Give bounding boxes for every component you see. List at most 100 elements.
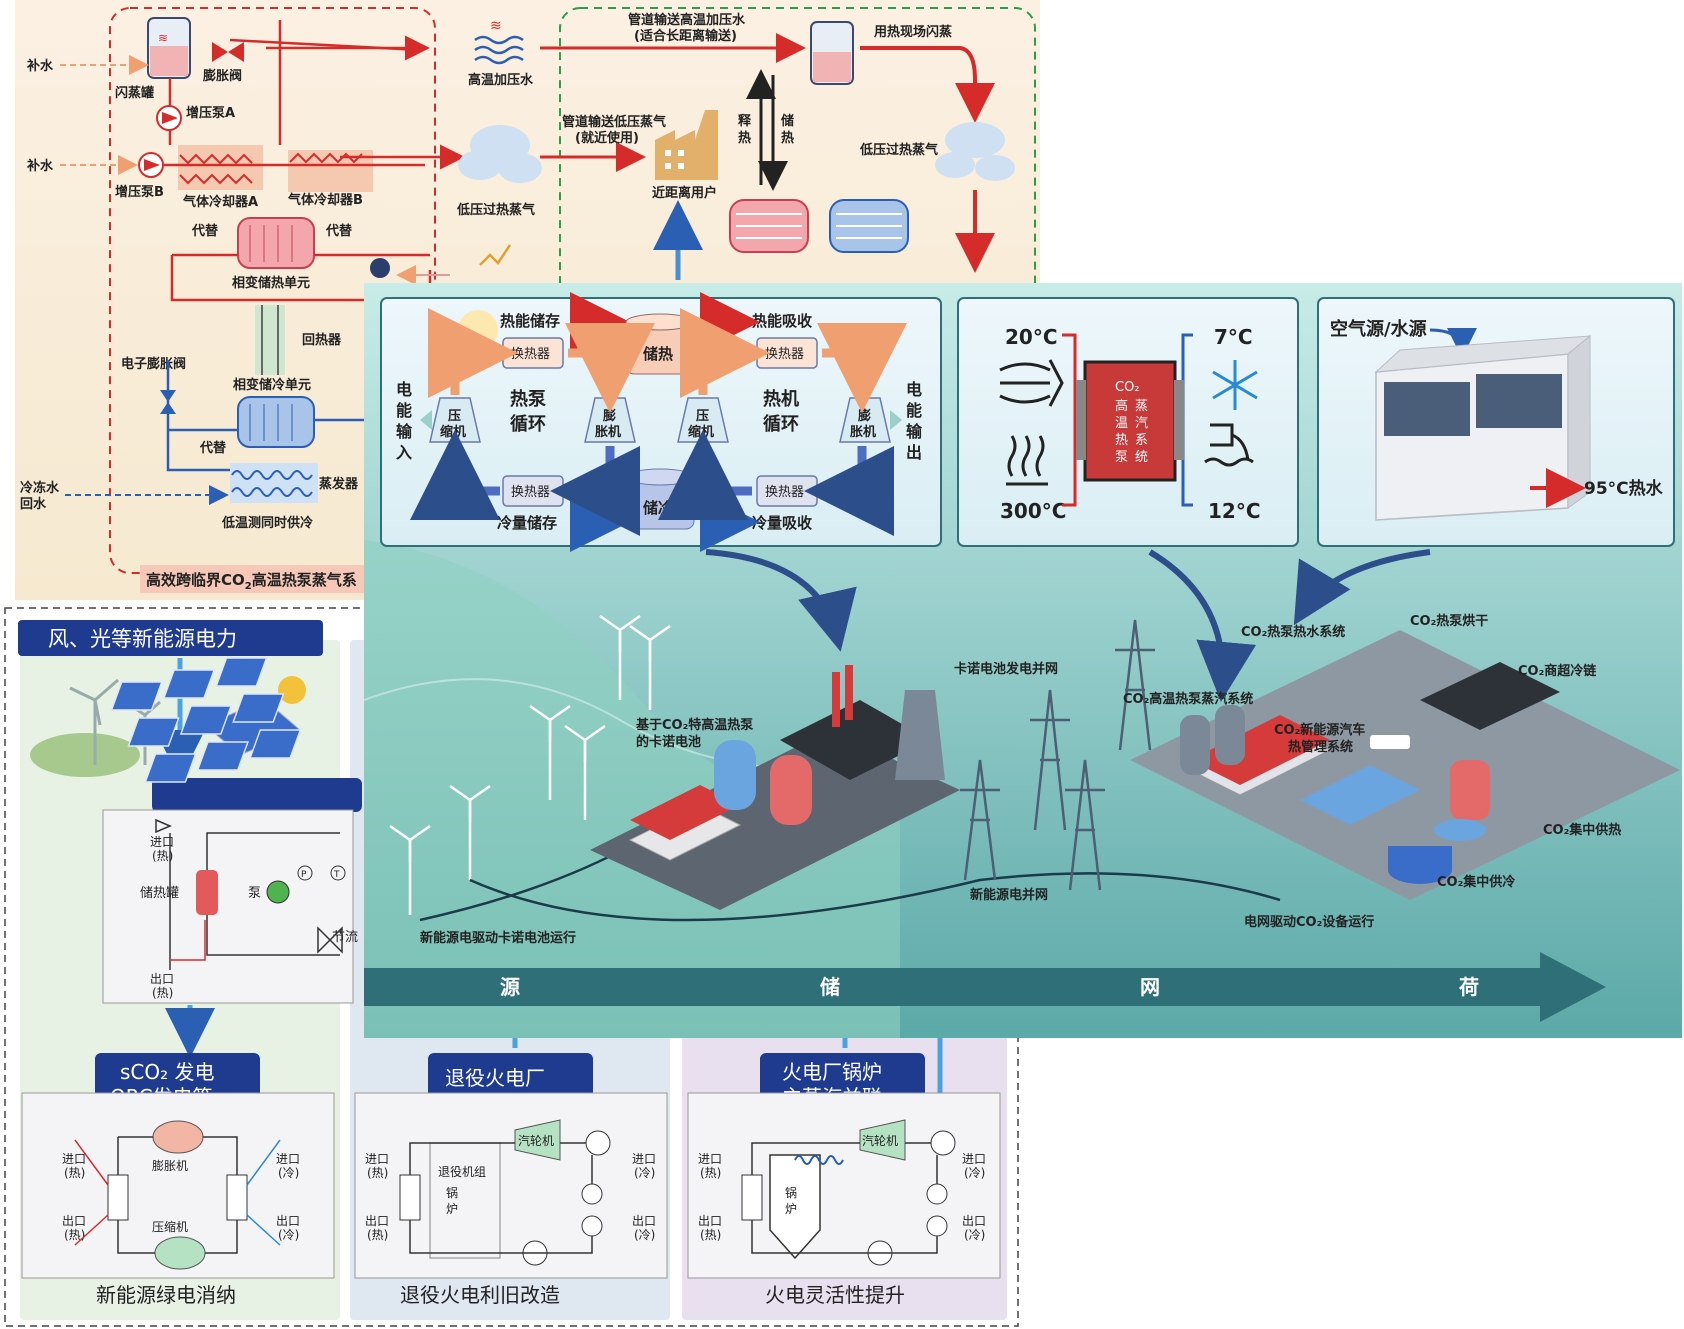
air-inflow-icon [999, 362, 1051, 404]
comp-right-2: 缩机 [688, 424, 714, 440]
inlet-cold-2: 进口 [632, 1152, 656, 1166]
hp-cycle-1: 热泵 [510, 388, 546, 410]
outlet-hot-3: 出口 [698, 1214, 722, 1228]
pcm-cold-label: 相变储冷单元 [233, 377, 311, 393]
water-outflow-icon [1204, 423, 1254, 467]
replace-label-3: 代替 [199, 440, 227, 456]
snowflake-icon [1212, 360, 1258, 410]
lp-steam-label: 低压过热蒸气 [456, 202, 535, 218]
replace-label-2: 代替 [325, 223, 353, 239]
flash-tank-label: 闪蒸罐 [115, 85, 154, 101]
outlet-hot-2: 出口 [365, 1214, 389, 1228]
cold-1b: (冷) [278, 1228, 299, 1242]
evaporator-label: 蒸发器 [319, 476, 359, 492]
pcm-heat-label: 相变储热单元 [232, 275, 310, 291]
eev-label: 电子膨胀阀 [121, 356, 186, 372]
comp-right-1: 压 [696, 409, 709, 424]
storage-tank-icon [196, 870, 218, 915]
transmission-tower-icon [960, 619, 1155, 891]
gas-cooler-a-icon [178, 145, 263, 190]
cold-3: (冷) [964, 1166, 985, 1180]
steam-system-label: CO₂高温热泵蒸汽系统 [1123, 691, 1253, 707]
cold-2: (冷) [634, 1166, 655, 1180]
power-out-4: 出 [906, 443, 922, 462]
outlet-hot-1: 出口 [62, 1214, 86, 1228]
chilled-return-label-2: 回水 [20, 496, 47, 512]
boiler-box-line-1: 火电厂锅炉 [782, 1060, 882, 1084]
pump-label: 泵 [248, 886, 261, 901]
device-5: 蒸 [1135, 399, 1148, 414]
heat-storage-label: 热能储存 [500, 312, 560, 330]
hot-1b: (热) [64, 1228, 85, 1242]
hot-water-panel: 空气源/水源 95°C热水 [1317, 297, 1675, 547]
svg-text:≋: ≋ [490, 18, 502, 34]
power-in-1: 电 [396, 380, 412, 399]
gas-cooler-a-label: 气体冷却器A [183, 194, 258, 210]
replace-label-1: 代替 [191, 223, 219, 239]
pipe-hp-label-1: 管道输送高温加压水 [628, 12, 746, 28]
he-cycle-1: 热机 [763, 388, 799, 410]
heat-storage-tank-red-icon [729, 199, 809, 253]
sco2-box-line-1: sCO₂ 发电 [120, 1060, 215, 1084]
hot-label-top-2: (热) [152, 986, 173, 1000]
compressor-label: 压缩机 [152, 1219, 188, 1234]
store-cold-tank-label: 储冷 [643, 499, 673, 517]
pipe-lp-label-2: (就近使用) [575, 130, 639, 146]
power-in-4: 入 [396, 443, 412, 462]
solar-field-icon [110, 657, 302, 783]
store-heat-label-2: 热 [781, 130, 794, 146]
comp-left-1: 压 [448, 409, 461, 424]
p-label: P [301, 870, 307, 880]
comp-left-2: 缩机 [440, 424, 466, 440]
recuperator-label: 回热器 [302, 332, 342, 348]
gas-cooler-b-icon [288, 150, 373, 192]
exp-right-1: 膨 [857, 408, 871, 424]
hot-water-system-label: CO₂热泵热水系统 [1241, 624, 1345, 640]
cold-chain-label: CO₂商超冷链 [1518, 663, 1597, 679]
retired-unit-label: 退役机组 [438, 1164, 486, 1179]
hx-label-3: 换热器 [511, 485, 550, 500]
exp-left-2: 胀机 [595, 424, 621, 440]
heat-tank-icon [625, 313, 695, 375]
carnot-battery-plant-icon [590, 665, 960, 910]
outlet-cold-3: 出口 [962, 1214, 986, 1228]
wind-turbine-icon [30, 678, 161, 777]
temp-in-label: 20°C [1005, 325, 1058, 349]
device-7: 系 [1135, 433, 1148, 448]
retired-plant-box-text: 退役火电厂 [445, 1066, 545, 1090]
booster-pump-b-label: 增压泵B [115, 184, 164, 200]
hx-label-1: 换热器 [511, 347, 550, 362]
caption-2: 退役火电利旧改造 [400, 1283, 560, 1307]
boiler-3a: 锅 [785, 1185, 797, 1200]
carnot-grid-label: 卡诺电池发电并网 [954, 661, 1058, 677]
compressor-icon [154, 1236, 206, 1270]
hot-2b: (热) [367, 1228, 388, 1242]
heat-absorb-label: 热能吸收 [752, 312, 812, 330]
makeup-water-label-2: 补水 [26, 158, 54, 174]
temp-cold-out-label: 12°C [1208, 499, 1261, 523]
steam-icon [1007, 435, 1045, 477]
expander-icon [152, 1120, 204, 1154]
hot-water-output-label: 95°C热水 [1584, 478, 1664, 499]
carnot-cycle-panel: 热能储存 热能吸收 冷量储存 冷量吸收 换热器 换热器 换热器 换热器 储热 [380, 292, 942, 552]
temp-cold-in-label: 7°C [1214, 325, 1253, 349]
power-in-3: 输 [396, 422, 413, 441]
steam-device-panel: 20°C 300°C 7°C 12°C CO₂ 高 温 热 泵 蒸 汽 系 统 [957, 297, 1299, 547]
inlet-hot-3: 进口 [698, 1152, 722, 1166]
steam-system-caption: 高效跨临界CO2高温热泵蒸气系 [146, 571, 357, 592]
carnot-battery-label-1: 基于CO₂特高温热泵 [635, 717, 753, 733]
chilled-return-label-1: 冷冻水 [20, 480, 60, 496]
release-heat-label-1: 释 [738, 113, 752, 129]
onsite-flash-tank-icon [810, 21, 854, 85]
storage-tank-label: 储热罐 [140, 886, 179, 901]
pump-icon [266, 880, 290, 904]
steam-cloud-icon [458, 125, 542, 183]
renewable-drive-label: 新能源电驱动卡诺电池运行 [420, 930, 576, 946]
device-6: 汽 [1135, 416, 1148, 431]
release-heat-label-2: 热 [738, 130, 751, 146]
power-out-3: 输 [906, 422, 923, 441]
store-heat-label-1: 储 [780, 113, 794, 129]
booster-pump-a-label: 增压泵A [186, 105, 235, 121]
expansion-valve-label: 膨胀阀 [202, 68, 242, 84]
outlet-cold-1: 出口 [276, 1214, 300, 1228]
